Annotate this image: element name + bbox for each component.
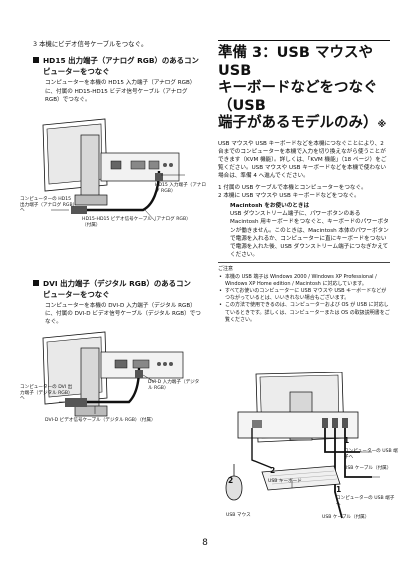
note-item: この方法で使用できるのは、コンピューターおよび OS が USB に対応している… <box>219 302 390 324</box>
dvi-section: DVI 出力端子（デジタル RGB）のあるコンピューターをつなぐ コンピューター… <box>33 278 203 327</box>
usb-intro: USB マウスや USB キーボードなどを本機につなぐことにより、2 台までのコ… <box>218 140 387 180</box>
title-mark: ※ <box>377 120 387 130</box>
usb-section-title: 準備 3：USB マウスや USB キーボードなどをつなぐ（USB 端子があるモ… <box>218 40 390 135</box>
mac-heading: Macintosh をお使いのときは <box>230 202 310 209</box>
hd15-heading: HD15 出力端子（アナログ RGB）のあるコンピューターをつなぐ <box>33 55 203 77</box>
usb-label-to-pc-2: コンピューターの USB 端子へ <box>336 496 395 507</box>
dvi-cable-label: DVI-D ビデオ信号ケーブル（デジタル RGB）（付属） <box>45 418 156 423</box>
usb-step2: 2 本機に USB マウスや USB キーボードなどをつなぐ。 <box>218 192 360 199</box>
usb-step1: 1 付属の USB ケーブルで本機とコンピューターをつなぐ。 <box>218 184 367 191</box>
right-column: 準備 3：USB マウスや USB キーボードなどをつなぐ（USB 端子があるモ… <box>218 40 390 324</box>
dvi-input-label: DVI-D 入力端子（デジタル RGB） <box>148 380 200 391</box>
step-number-1: 1 <box>344 436 350 445</box>
hd15-computer-label: コンピューターの HD15 出力端子（アナログ RGB）へ <box>20 197 75 214</box>
dvi-heading-line1: DVI 出力端子（デジタル RGB）のあるコン <box>43 279 191 288</box>
mac-body: USB ダウンストリーム端子に、パワーボタンのある Macintosh 用キーボ… <box>230 211 389 259</box>
dvi-body: コンピューターを本機の DVI-D 入力端子（デジタル RGB）に、付属の DV… <box>45 303 201 326</box>
title-line2: キーボードなどをつなぐ（USB <box>218 80 378 114</box>
step-3-text: 3 本機にビデオ信号ケーブルをつなぐ。 <box>33 40 148 48</box>
square-bullet-icon <box>33 280 39 286</box>
usb-keyboard-label: USB キーボード <box>268 479 302 484</box>
step-number-1b: 1 <box>336 485 342 494</box>
title-line1: 準備 3：USB マウスや USB <box>218 45 373 79</box>
usb-cable-label-1: USB ケーブル（付属） <box>344 466 392 471</box>
left-column: 3 本機にビデオ信号ケーブルをつなぐ。 HD15 出力端子（アナログ RGB）の… <box>33 40 203 104</box>
usb-label-to-pc: コンピューターの USB 端子へ <box>344 449 398 460</box>
divider <box>218 262 390 264</box>
page-number: 8 <box>202 538 208 548</box>
hd15-heading-line2: ピューターをつなぐ <box>43 67 110 77</box>
note-list: 本機の USB 端子は Windows 2000 / Windows XP Pr… <box>218 274 390 324</box>
dvi-heading-line2: ピューターをつなぐ <box>43 290 110 299</box>
note-item: 本機の USB 端子は Windows 2000 / Windows XP Pr… <box>219 274 390 288</box>
dvi-computer-label: コンピューターの DVI 出力端子（デジタル RGB）へ <box>20 385 73 402</box>
hd15-body: コンピューターを本機の HD15 入力端子（アナログ RGB）に、付属の HD1… <box>45 80 196 103</box>
note-item: すべてお使いのコンピューターに USB マウスや USB キーボードなどがつなが… <box>219 288 390 302</box>
dvi-connection-diagram <box>42 331 184 417</box>
hd15-connection-diagram <box>42 118 185 222</box>
square-bullet-icon <box>33 57 39 64</box>
step-number-2: 2 <box>270 466 276 475</box>
dvi-heading: DVI 出力端子（デジタル RGB）のあるコンピューターをつなぐ <box>33 278 203 300</box>
hd15-input-label: HD15 入力端子（アナログ RGB） <box>155 183 206 194</box>
usb-connection-diagram <box>225 372 380 519</box>
usb-cable-label-2: USB ケーブル（付属） <box>322 515 370 520</box>
hd15-cable-label: HD15-HD15 ビデオ信号ケーブル（アナログ RGB）（付属） <box>82 217 191 228</box>
usb-mouse-label: USB マウス <box>226 513 251 518</box>
hd15-heading-line1: HD15 出力端子（アナログ RGB）のあるコン <box>43 56 199 66</box>
step-number-2b: 2 <box>228 476 234 485</box>
note-heading: ご注意 <box>218 266 234 273</box>
title-line3: 端子があるモデルのみ） <box>218 115 378 131</box>
